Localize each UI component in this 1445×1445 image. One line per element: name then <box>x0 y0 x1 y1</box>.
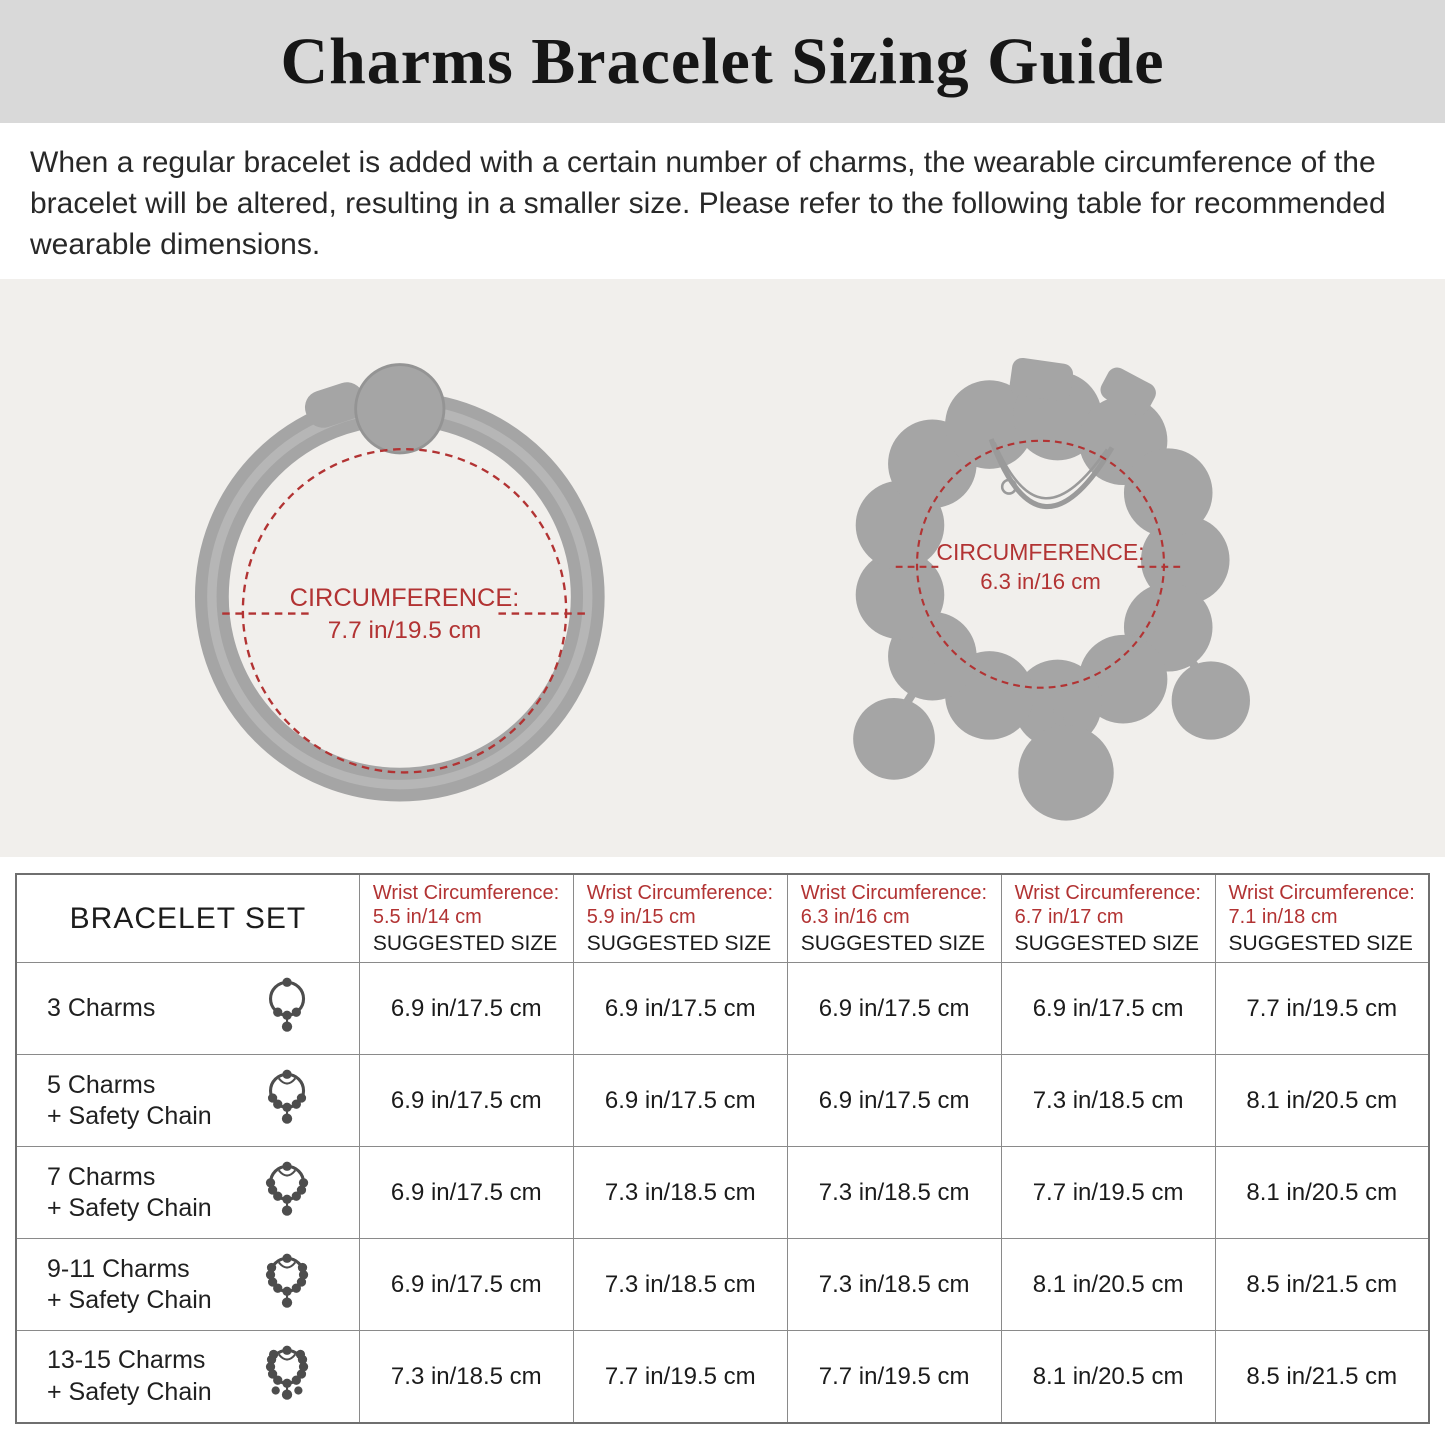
wrist-circumference-value: 5.5 in/14 cm <box>372 906 482 929</box>
bracelet-clasp-catch <box>1100 367 1157 416</box>
row-label-cell: 9-11 Charms + Safety Chain <box>15 1238 360 1332</box>
size-cell: 7.7 in/19.5 cm <box>786 1330 1002 1424</box>
circumference-value: 6.3 in/16 cm <box>980 569 1101 594</box>
size-cell: 8.5 in/21.5 cm <box>1214 1238 1430 1332</box>
size-cell: 7.3 in/18.5 cm <box>358 1330 574 1424</box>
bracelet-set-label: 7 Charms + Safety Chain <box>47 1162 212 1222</box>
size-cell: 7.7 in/19.5 cm <box>1000 1146 1216 1240</box>
size-cell: 6.9 in/17.5 cm <box>358 962 574 1056</box>
size-cell: 7.3 in/18.5 cm <box>572 1146 788 1240</box>
size-cell: 8.5 in/21.5 cm <box>1214 1330 1430 1424</box>
size-cell: 7.7 in/19.5 cm <box>572 1330 788 1424</box>
bracelet-clasp-barrel <box>1009 357 1074 401</box>
suggested-size-label: SUGGESTED SIZE <box>1228 932 1413 956</box>
circumference-value: 7.7 in/19.5 cm <box>328 617 481 644</box>
title-bar: Charms Bracelet Sizing Guide <box>0 0 1445 123</box>
illustration-panel: CIRCUMFERENCE: 7.7 in/19.5 cm <box>0 279 1445 858</box>
table-header-row: BRACELET SET Wrist Circumference: 5.5 in… <box>15 873 1430 964</box>
bracelet-clasp-tube <box>304 382 365 428</box>
size-cell: 7.3 in/18.5 cm <box>572 1238 788 1332</box>
safety-chain <box>988 438 1115 509</box>
size-cell: 8.1 in/20.5 cm <box>1214 1146 1430 1240</box>
size-cell: 7.3 in/18.5 cm <box>786 1146 1002 1240</box>
suggested-size-label: SUGGESTED SIZE <box>800 932 986 956</box>
size-cell: 7.7 in/19.5 cm <box>1214 962 1430 1056</box>
column-header-4: Wrist Circumference: 6.7 in/17 cm SUGGES… <box>1000 873 1216 964</box>
wrist-circumference-value: 6.3 in/16 cm <box>800 906 910 929</box>
dangle-charms <box>853 629 1251 821</box>
size-cell: 6.9 in/17.5 cm <box>358 1054 574 1148</box>
size-cell: 8.1 in/20.5 cm <box>1214 1054 1430 1148</box>
plain-bracelet-illustration: CIRCUMFERENCE: 7.7 in/19.5 cm <box>194 363 605 802</box>
suggested-size-label: SUGGESTED SIZE <box>1014 932 1199 956</box>
size-cell: 6.9 in/17.5 cm <box>786 1054 1002 1148</box>
column-header-2: Wrist Circumference: 5.9 in/15 cm SUGGES… <box>572 873 788 964</box>
table-row-9-11-charms: 9-11 Charms + Safety Chain <box>15 1238 1430 1332</box>
size-cell: 7.3 in/18.5 cm <box>1000 1054 1216 1148</box>
circumference-dashed-circle <box>241 447 568 774</box>
wrist-circumference-label: Wrist Circumference: <box>1228 882 1415 905</box>
row-label-cell: 7 Charms + Safety Chain <box>15 1146 360 1240</box>
charm-bracelet-illustration: CIRCUMFERENCE: 6.3 in/16 cm <box>853 357 1251 821</box>
size-cell: 6.9 in/17.5 cm <box>572 962 788 1056</box>
bracelet-9-11-charms-icon <box>253 1249 319 1320</box>
table-row-7-charms: 7 Charms + Safety Chain <box>15 1146 1430 1240</box>
row-label-cell: 5 Charms + Safety Chain <box>15 1054 360 1148</box>
circumference-label: CIRCUMFERENCE: <box>290 584 520 612</box>
bracelet-clasp-ball <box>355 364 444 453</box>
bracelet-clasp-ball-edge <box>354 363 446 455</box>
table-row-3-charms: 3 Charms <box>15 962 1430 1056</box>
bracelet-5-charms-icon <box>253 1065 319 1136</box>
wrist-circumference-value: 5.9 in/15 cm <box>586 906 696 929</box>
circumference-label: CIRCUMFERENCE: <box>937 539 1145 565</box>
size-cell: 6.9 in/17.5 cm <box>358 1146 574 1240</box>
bracelet-set-label: 5 Charms + Safety Chain <box>47 1070 212 1130</box>
size-cell: 6.9 in/17.5 cm <box>1000 962 1216 1056</box>
bracelet-set-label: 3 Charms <box>47 994 156 1023</box>
size-cell: 8.1 in/20.5 cm <box>1000 1238 1216 1332</box>
table-row-13-15-charms: 13-15 Charms + Safety Chain <box>15 1330 1430 1424</box>
wrist-circumference-label: Wrist Circumference: <box>372 882 560 905</box>
bracelet-13-15-charms-icon <box>253 1341 319 1412</box>
safety-chain-clasp <box>1000 478 1018 495</box>
bracelet-set-label: 9-11 Charms + Safety Chain <box>47 1254 212 1314</box>
wrist-circumference-label: Wrist Circumference: <box>800 882 988 905</box>
bracelet-set-header: BRACELET SET <box>15 873 360 964</box>
row-label-cell: 3 Charms <box>15 962 360 1056</box>
size-cell: 6.9 in/17.5 cm <box>358 1238 574 1332</box>
intro-paragraph: When a regular bracelet is added with a … <box>30 146 1386 261</box>
column-header-3: Wrist Circumference: 6.3 in/16 cm SUGGES… <box>786 873 1002 964</box>
wrist-circumference-value: 7.1 in/18 cm <box>1228 906 1338 929</box>
bracelet-set-header-label: BRACELET SET <box>69 901 307 935</box>
suggested-size-label: SUGGESTED SIZE <box>372 932 558 956</box>
wrist-circumference-label: Wrist Circumference: <box>1014 882 1201 905</box>
column-header-5: Wrist Circumference: 7.1 in/18 cm SUGGES… <box>1214 873 1430 964</box>
size-cell: 6.9 in/17.5 cm <box>572 1054 788 1148</box>
size-cell: 6.9 in/17.5 cm <box>786 962 1002 1056</box>
safety-chain-strand <box>993 441 1109 500</box>
table-row-5-charms: 5 Charms + Safety Chain <box>15 1054 1430 1148</box>
wrist-circumference-value: 6.7 in/17 cm <box>1014 906 1124 929</box>
bracelet-set-label: 13-15 Charms + Safety Chain <box>47 1346 212 1406</box>
suggested-size-label: SUGGESTED SIZE <box>586 932 772 956</box>
row-label-cell: 13-15 Charms + Safety Chain <box>15 1330 360 1424</box>
size-cell: 7.3 in/18.5 cm <box>786 1238 1002 1332</box>
size-cell: 8.1 in/20.5 cm <box>1000 1330 1216 1424</box>
sizing-table: BRACELET SET Wrist Circumference: 5.5 in… <box>15 873 1430 1424</box>
circumference-dashed-circle <box>916 439 1166 689</box>
column-header-1: Wrist Circumference: 5.5 in/14 cm SUGGES… <box>358 873 574 964</box>
page-title: Charms Bracelet Sizing Guide <box>280 24 1165 98</box>
bracelet-7-charms-icon <box>253 1157 319 1228</box>
wrist-circumference-label: Wrist Circumference: <box>586 882 774 905</box>
bracelet-3-charms-icon <box>253 973 319 1044</box>
